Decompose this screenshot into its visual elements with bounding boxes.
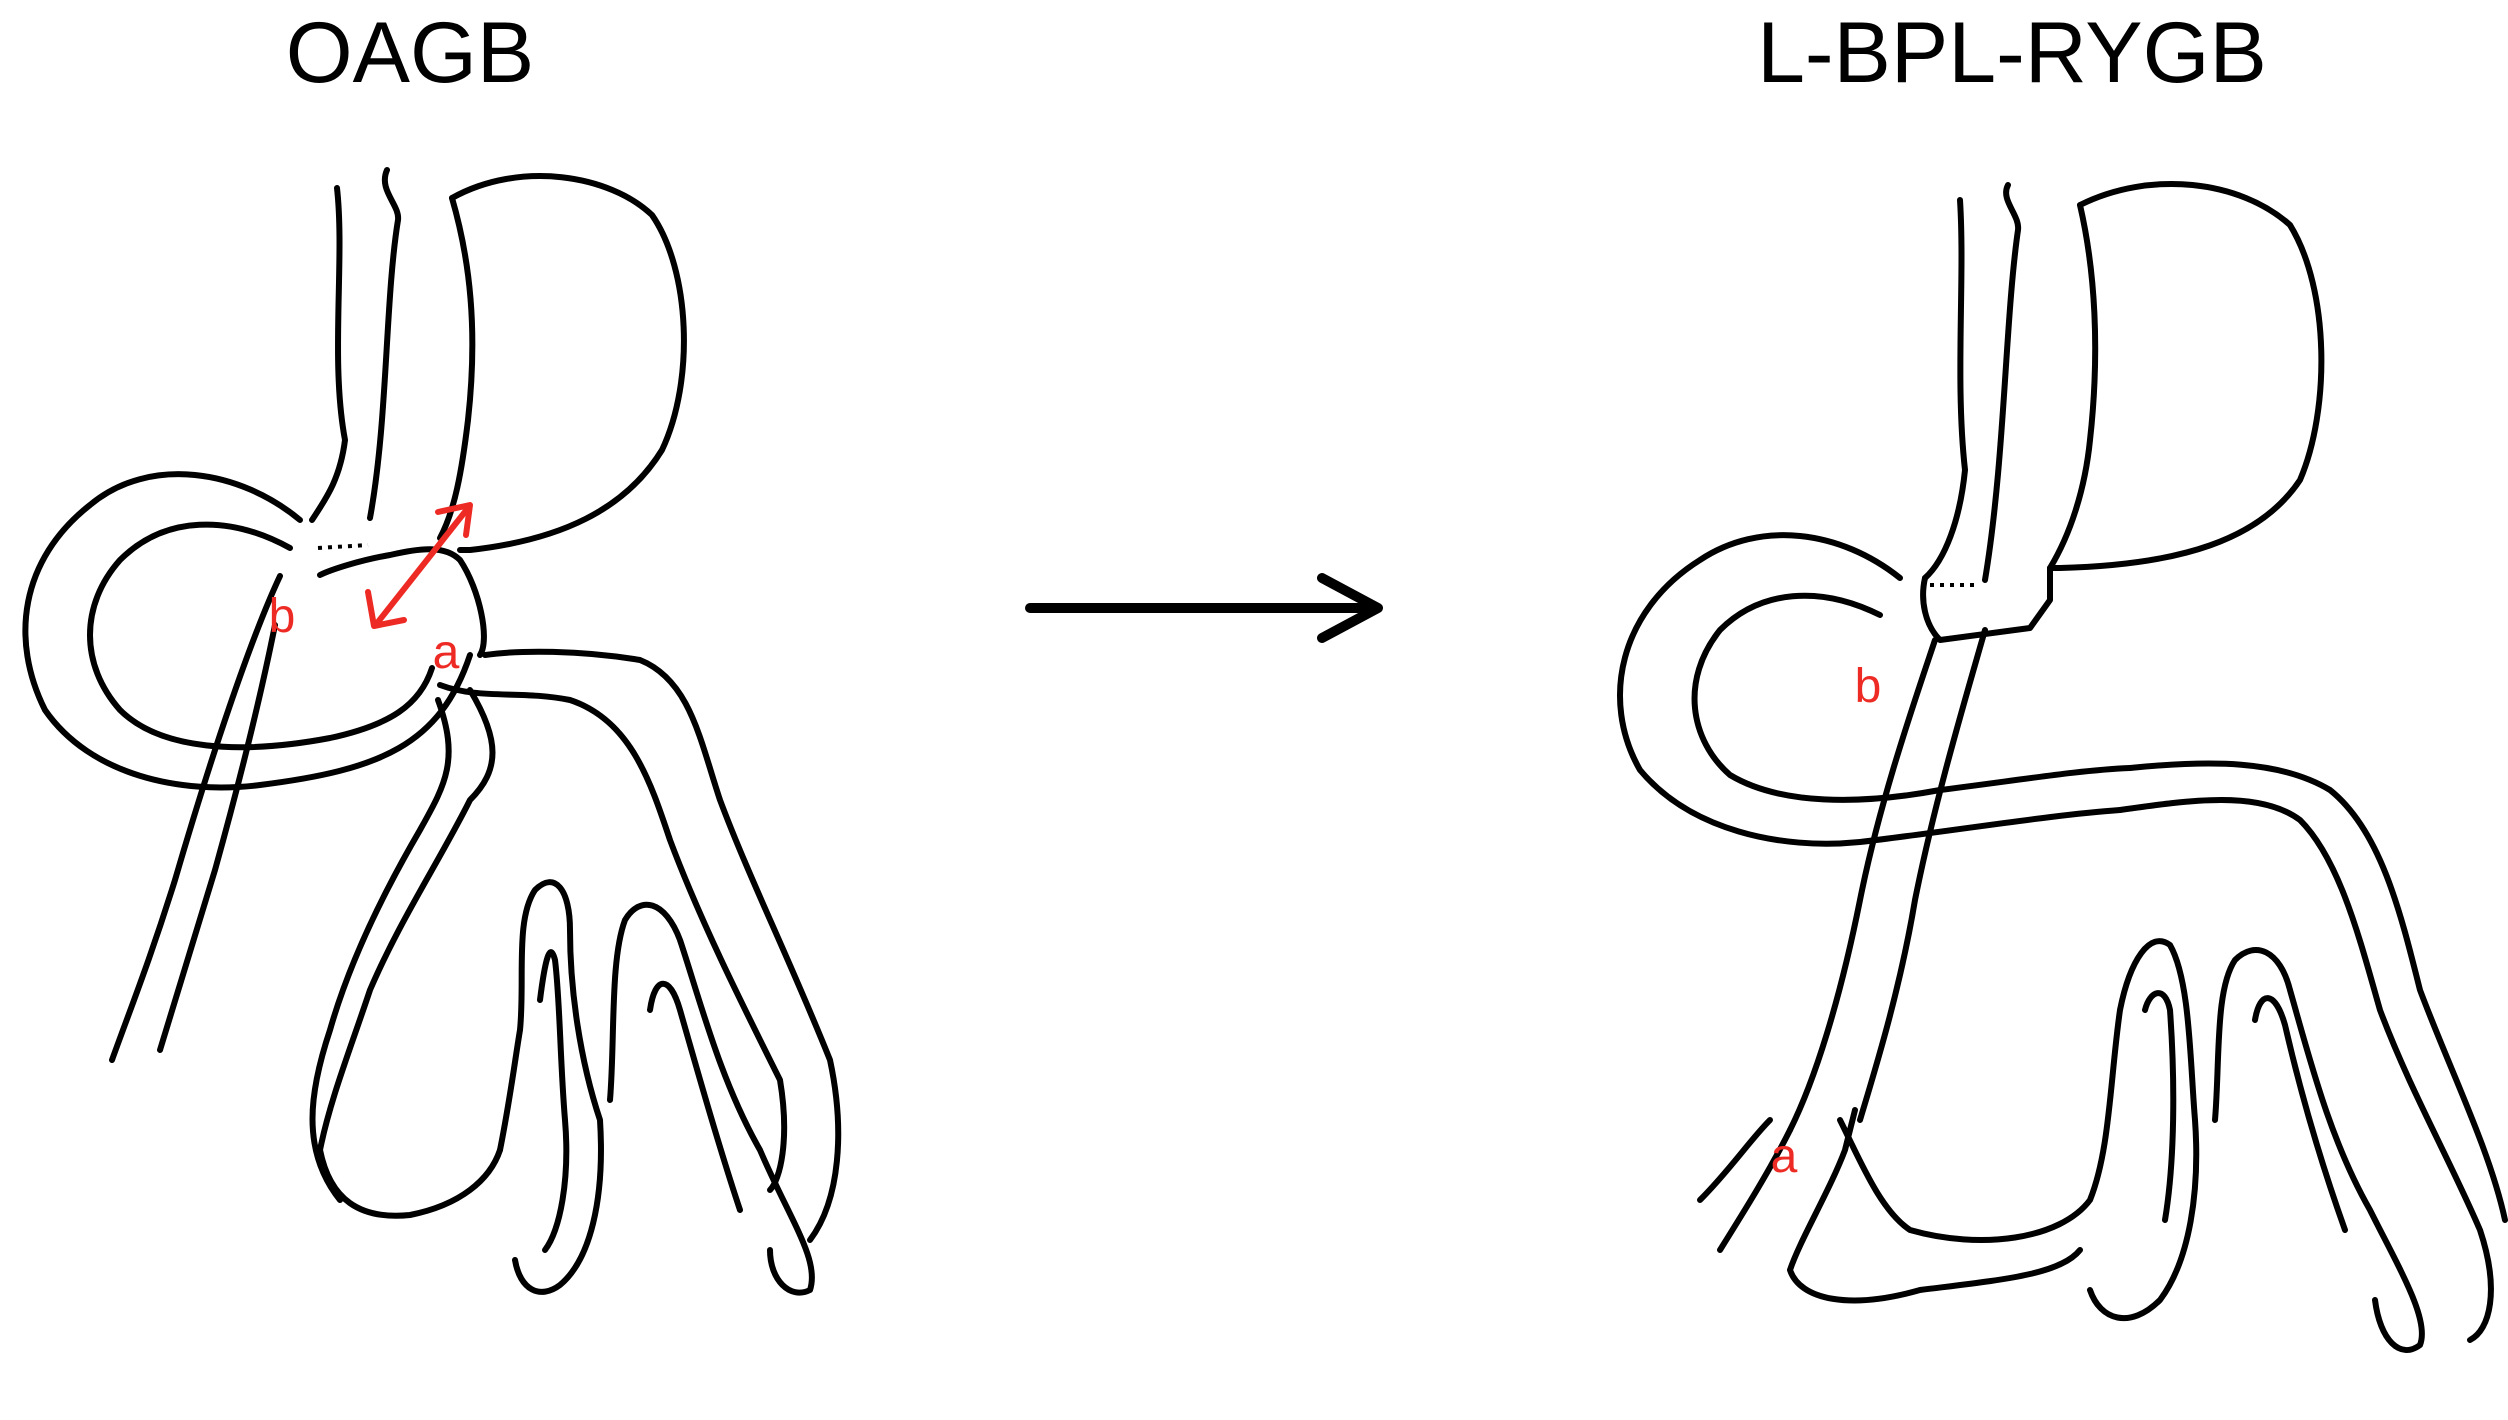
- label-a-l-bpl-rygb: a: [1771, 1130, 1798, 1183]
- right-arrow-icon: [1025, 573, 1383, 643]
- label-b-l-bpl-rygb: b: [1855, 660, 1882, 713]
- panel-title-l-bpl-rygb: L-BPL-RYGB: [1757, 5, 2267, 101]
- panel-oagb: OAGB: [22, 5, 842, 1296]
- anatomy-outline-oagb: [22, 167, 842, 1296]
- anatomy-outline-l-bpl-rygb: [1617, 181, 2508, 1353]
- label-a-oagb: a: [433, 626, 460, 679]
- label-b-oagb: b: [269, 590, 296, 643]
- panel-title-oagb: OAGB: [286, 5, 535, 101]
- panel-l-bpl-rygb: L-BPL-RYGB: [1617, 5, 2508, 1353]
- limb-length-arrow: [365, 502, 473, 629]
